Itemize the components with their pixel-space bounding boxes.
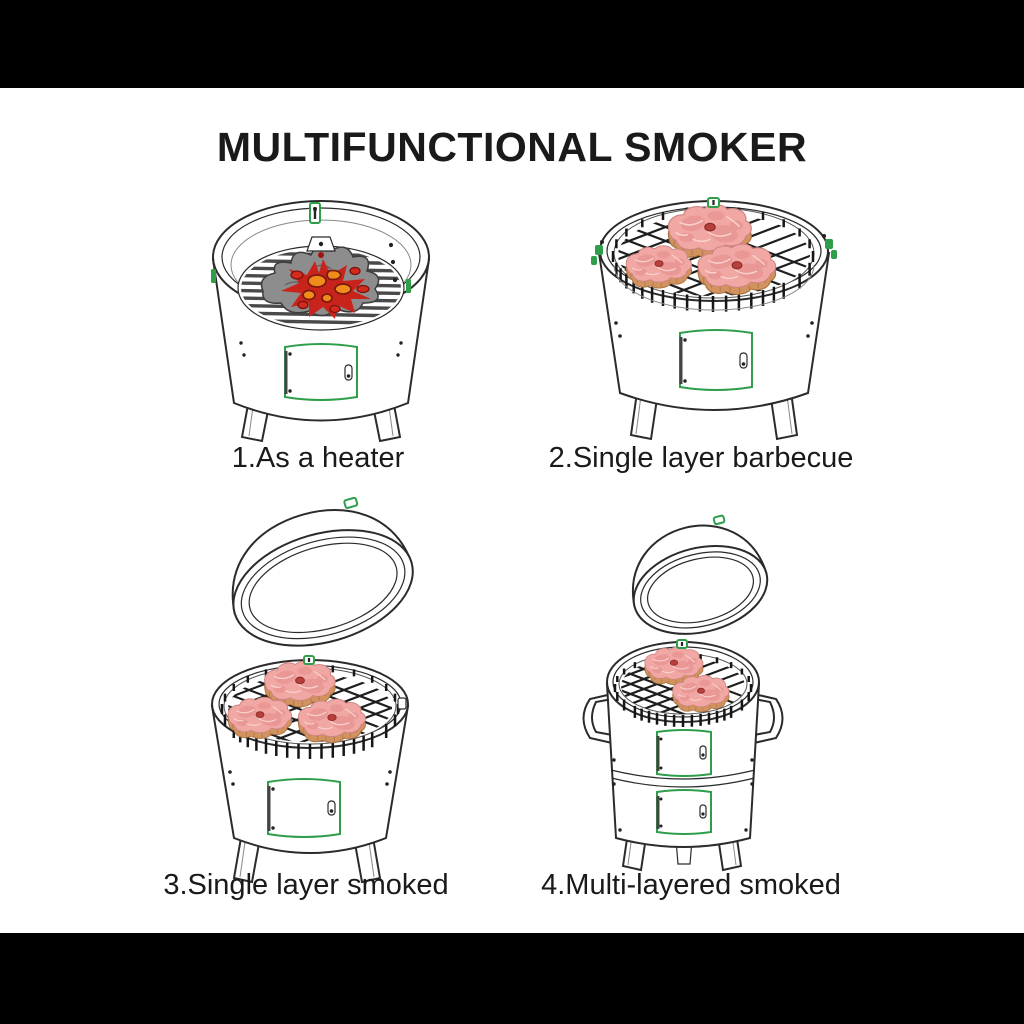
burning-charcoal — [260, 246, 380, 319]
caption-multi-smoked: 4.Multi-layered smoked — [541, 869, 841, 901]
lid-vent — [343, 496, 359, 509]
lid-lock-tab — [309, 202, 321, 224]
grill-grate — [211, 655, 409, 759]
lid-lock-tab — [676, 639, 688, 649]
caption-single-smoked: 3.Single layer smoked — [163, 869, 449, 901]
dome-lid — [231, 496, 414, 647]
side-clip-right — [822, 234, 837, 259]
smoker-body — [582, 639, 784, 872]
charcoal-door — [267, 778, 341, 838]
charcoal-door — [284, 343, 358, 401]
lid-lock-tab — [707, 197, 720, 208]
upper-door — [656, 729, 712, 777]
dome-lid — [632, 514, 769, 635]
side-clip-left — [591, 240, 604, 265]
caption-heater: 1.As a heater — [231, 442, 405, 474]
grill-grate — [591, 197, 837, 312]
charcoal-door — [679, 329, 753, 391]
lid-lock-tab — [303, 655, 315, 665]
open-top-with-charcoal — [211, 200, 430, 331]
barbecue-illustration — [591, 197, 837, 441]
heater-illustration — [211, 200, 431, 443]
page-title: MULTIFUNCTIONAL SMOKER — [216, 124, 808, 170]
lid-vent — [712, 514, 726, 526]
caption-single-barbecue: 2.Single layer barbecue — [548, 442, 854, 474]
lower-door — [656, 789, 712, 835]
smoked-multi-illustration — [582, 514, 784, 872]
content-canvas: MULTIFUNCTIONAL SMOKER — [0, 88, 1024, 933]
grill-grate — [606, 639, 760, 727]
smoked-single-illustration — [210, 496, 414, 884]
smoker-body — [210, 655, 410, 884]
